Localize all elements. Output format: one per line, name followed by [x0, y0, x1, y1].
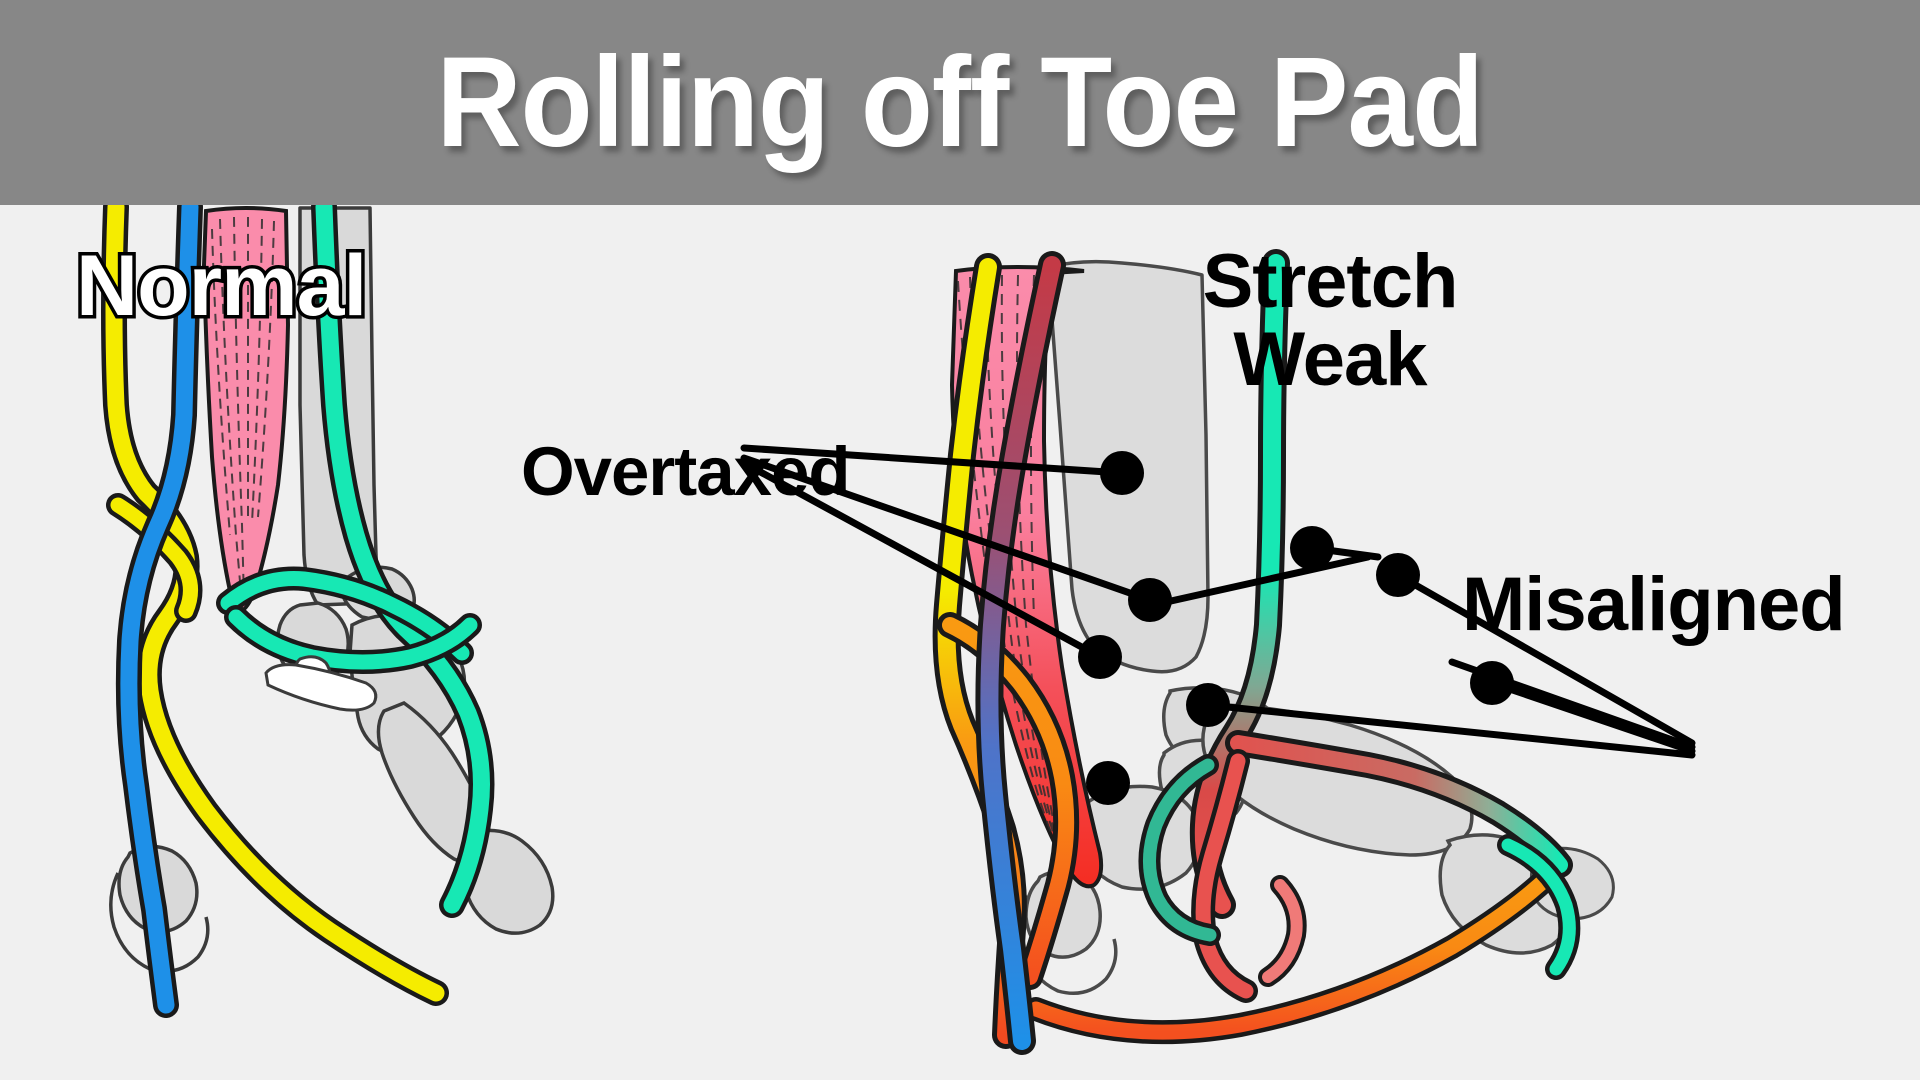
right-tendon-teal-hook-fill	[1142, 758, 1217, 942]
callout-dot-ankle-node	[1290, 526, 1334, 570]
callout-dot-tendon-fork	[1078, 635, 1122, 679]
left-tendon-teal-lower-arch-fill	[228, 609, 478, 670]
right-tendon-toepad-rim-fill	[1501, 838, 1576, 976]
callout-label-overtaxed: Overtaxed	[521, 433, 851, 510]
anatomy-illustration-stage	[0, 205, 1920, 1080]
left-tendon-yellow-fill	[105, 205, 445, 1002]
right-tendon-arch-band-fill	[1230, 735, 1568, 873]
callout-dot-navicular	[1186, 683, 1230, 727]
left-muscle-belly	[201, 206, 291, 614]
leader-stretchweak-1	[1158, 553, 1372, 607]
leader-overtaxed-1	[740, 444, 1126, 477]
leader-misaligned-4	[1204, 701, 1696, 759]
left-tendon-yellow-loop-fill	[110, 497, 198, 619]
left-plantar-plate	[264, 663, 378, 712]
left-diagram-normal	[101, 205, 555, 1018]
callout-dots	[1078, 451, 1514, 805]
callout-dot-midfoot	[1376, 553, 1420, 597]
leader-group-overtaxed	[740, 444, 1154, 661]
callout-leaders	[740, 444, 1696, 759]
left-joint-detail-group	[264, 655, 378, 712]
callout-label-misaligned: Misaligned	[1462, 562, 1846, 647]
leader-overtaxed-3	[740, 459, 1104, 661]
page-title: Rolling off Toe Pad	[436, 30, 1485, 174]
callout-dot-toepad	[1470, 661, 1514, 705]
left-tendon-teal-plantar-fill	[220, 571, 470, 661]
title-bar: Rolling off Toe Pad	[0, 0, 1920, 205]
leader-group-misaligned	[1204, 571, 1696, 759]
callout-dot-muscle-lower	[1128, 578, 1172, 622]
callout-stretch-line2: Weak	[1233, 316, 1427, 402]
anatomy-svg	[101, 205, 1696, 1055]
panel-label-normal: Normal	[72, 238, 370, 334]
leader-misaligned-3	[1488, 679, 1696, 755]
leader-overtaxed-2	[740, 454, 1154, 604]
callout-dot-heel-tendon	[1086, 761, 1130, 805]
right-tendon-yellow-distal-fill	[1028, 869, 1556, 1040]
right-tendon-toe-curl-fill	[1262, 879, 1303, 983]
callout-dot-muscle-upper	[1100, 451, 1144, 495]
left-tendon-blue-fill	[120, 205, 199, 1014]
right-tendon-teal-red-fill	[1194, 254, 1285, 914]
leader-misaligned-1	[1394, 571, 1696, 747]
right-tendon-blue-fill	[980, 256, 1061, 1050]
callout-stretch-line1: Stretch	[1202, 239, 1459, 324]
right-tendon-plantar-red-fill	[1195, 753, 1254, 999]
left-calf-muscle	[201, 206, 291, 614]
